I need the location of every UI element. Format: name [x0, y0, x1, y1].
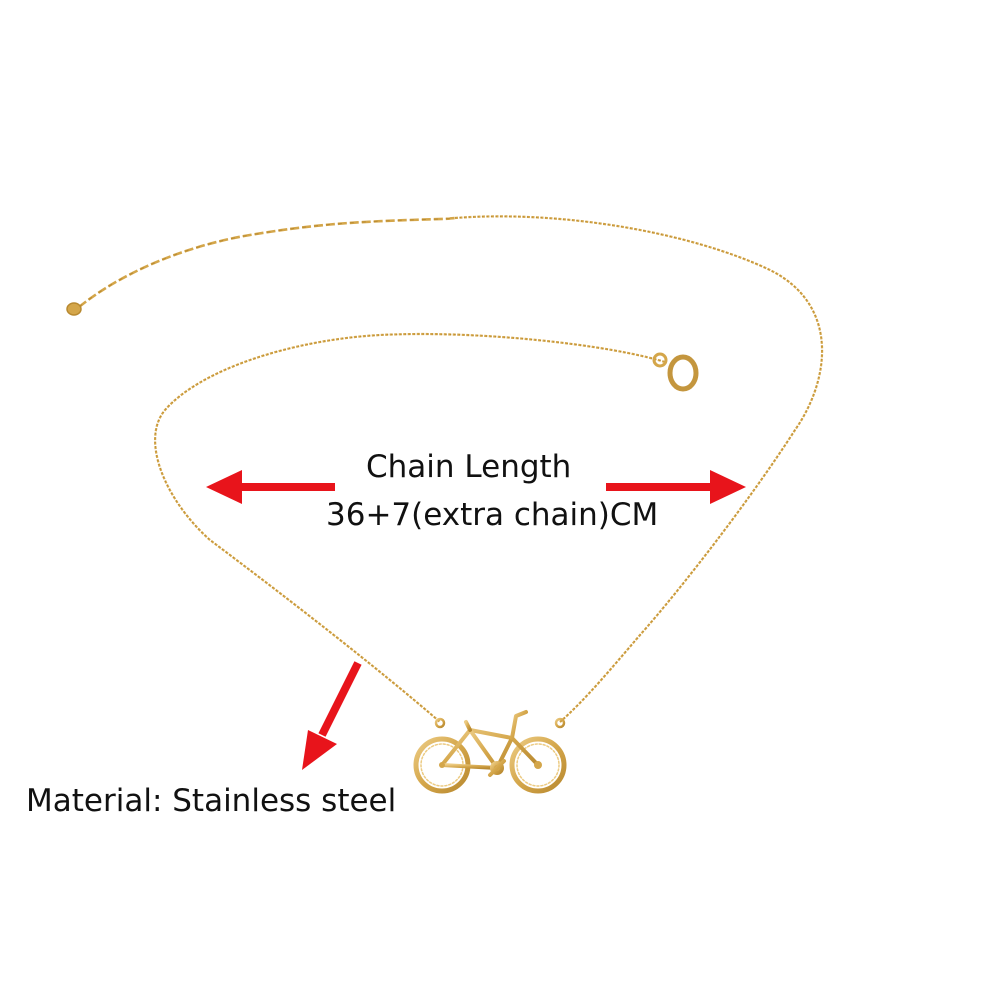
chain-length-value: 36+7(extra chain)CM [326, 497, 659, 533]
lobster-clasp [652, 352, 699, 392]
material-label: Material: Stainless steel [26, 783, 397, 819]
arrow-down-left [302, 661, 362, 770]
bicycle-pendant [413, 710, 567, 794]
chain-length-title: Chain Length [366, 449, 572, 485]
chain-end-clasp [66, 302, 82, 316]
arrow-left [206, 470, 335, 504]
extension-chain [78, 216, 456, 309]
main-chain [154, 215, 824, 723]
arrow-right [606, 470, 746, 504]
